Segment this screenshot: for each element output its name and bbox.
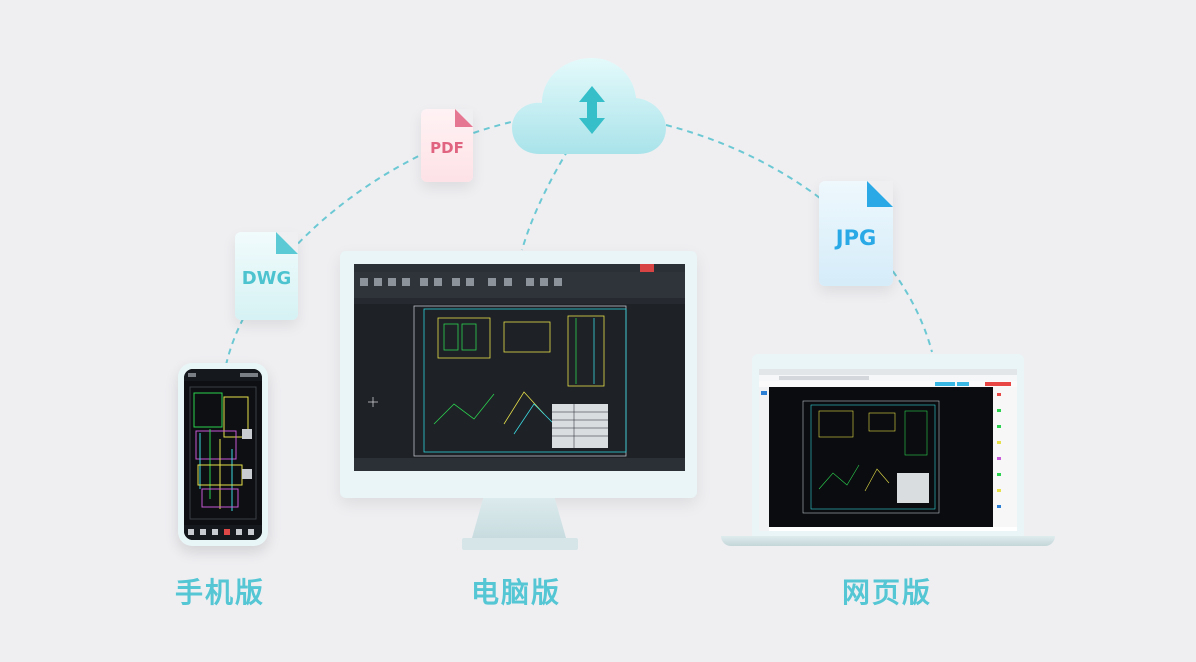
monitor-stand-base [462, 538, 578, 550]
phone-screen [184, 369, 262, 540]
desktop-version-label: 电脑版 [471, 576, 562, 609]
pdf-file-icon: PDF [421, 109, 473, 182]
phone-version-label: 手机版 [175, 576, 266, 609]
web-cad-viewer [759, 369, 1017, 531]
phone-device [178, 363, 268, 546]
up-down-arrow-icon [579, 86, 605, 134]
desktop-cad-app [354, 264, 685, 471]
pdf-label: PDF [430, 139, 464, 157]
dwg-file-shape [276, 232, 298, 254]
cloud-icon [512, 58, 666, 154]
web-version-label: 网页版 [842, 576, 933, 609]
dwg-label: DWG [241, 268, 292, 289]
jpg-label: JPG [835, 226, 877, 250]
pdf-file-shape [455, 109, 473, 127]
monitor-stand-neck [472, 498, 566, 538]
phone-cad-drawing [184, 369, 262, 540]
laptop-device [752, 354, 1024, 536]
desktop-screen [354, 264, 685, 471]
desktop-monitor [340, 251, 697, 498]
jpg-file-icon: JPG [819, 181, 893, 286]
dwg-file-icon: DWG [235, 232, 298, 320]
laptop-base [721, 536, 1055, 546]
web-browser-screen [759, 369, 1017, 531]
jpg-file-shape [867, 181, 893, 207]
